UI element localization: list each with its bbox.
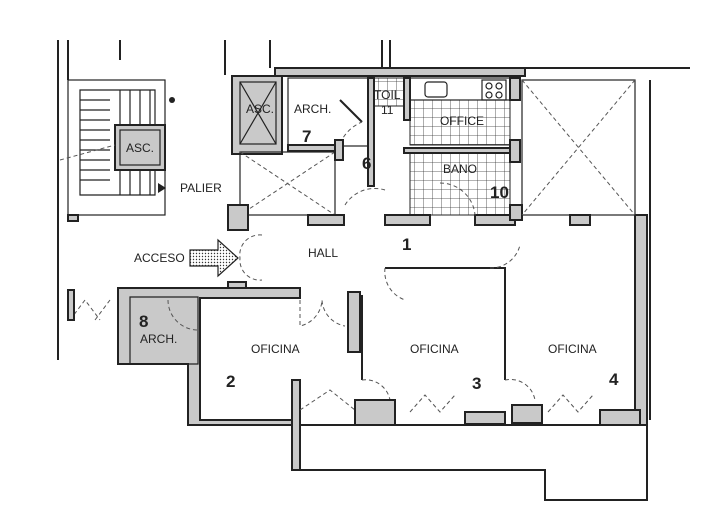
archive-7-label: ARCH. (294, 102, 331, 116)
room-number-10: 10 (490, 183, 509, 202)
elevator-label: ASC. (246, 102, 274, 116)
light-well-left (227, 139, 386, 231)
exterior-walls (57, 40, 690, 426)
stairwell (59, 79, 175, 216)
office-kitchen (409, 77, 521, 163)
landing-label: PALIER (180, 181, 222, 195)
room-number-4: 4 (609, 370, 619, 389)
room-number-1: 1 (402, 235, 411, 254)
stair-elevator-label: ASC. (126, 141, 154, 155)
toilet-room (373, 77, 405, 107)
toilet-label: TOIL (374, 88, 401, 102)
archive-8-label: ARCH. (140, 332, 177, 346)
room-number-3: 3 (472, 374, 481, 393)
hall-label: HALL (308, 246, 338, 260)
access-label: ACCESO (134, 251, 185, 265)
office-label: OFFICE (440, 114, 484, 128)
room-number-2: 2 (226, 372, 235, 391)
bathroom-label: BANO (443, 162, 477, 176)
office-4-label: OFICINA (548, 342, 597, 356)
room-number-8: 8 (139, 312, 148, 331)
access-arrow-icon (189, 238, 239, 278)
lower-left-rooms (67, 287, 361, 471)
room-number-11: 11 (381, 103, 394, 117)
light-well-right (521, 79, 636, 226)
office-2-label: OFICINA (251, 342, 300, 356)
elevator-shaft (231, 75, 283, 155)
room-number-7: 7 (302, 127, 311, 146)
office-partitions (300, 244, 648, 501)
bathroom (409, 151, 511, 216)
room-number-6: 6 (362, 154, 371, 173)
office-3-label: OFICINA (410, 342, 459, 356)
